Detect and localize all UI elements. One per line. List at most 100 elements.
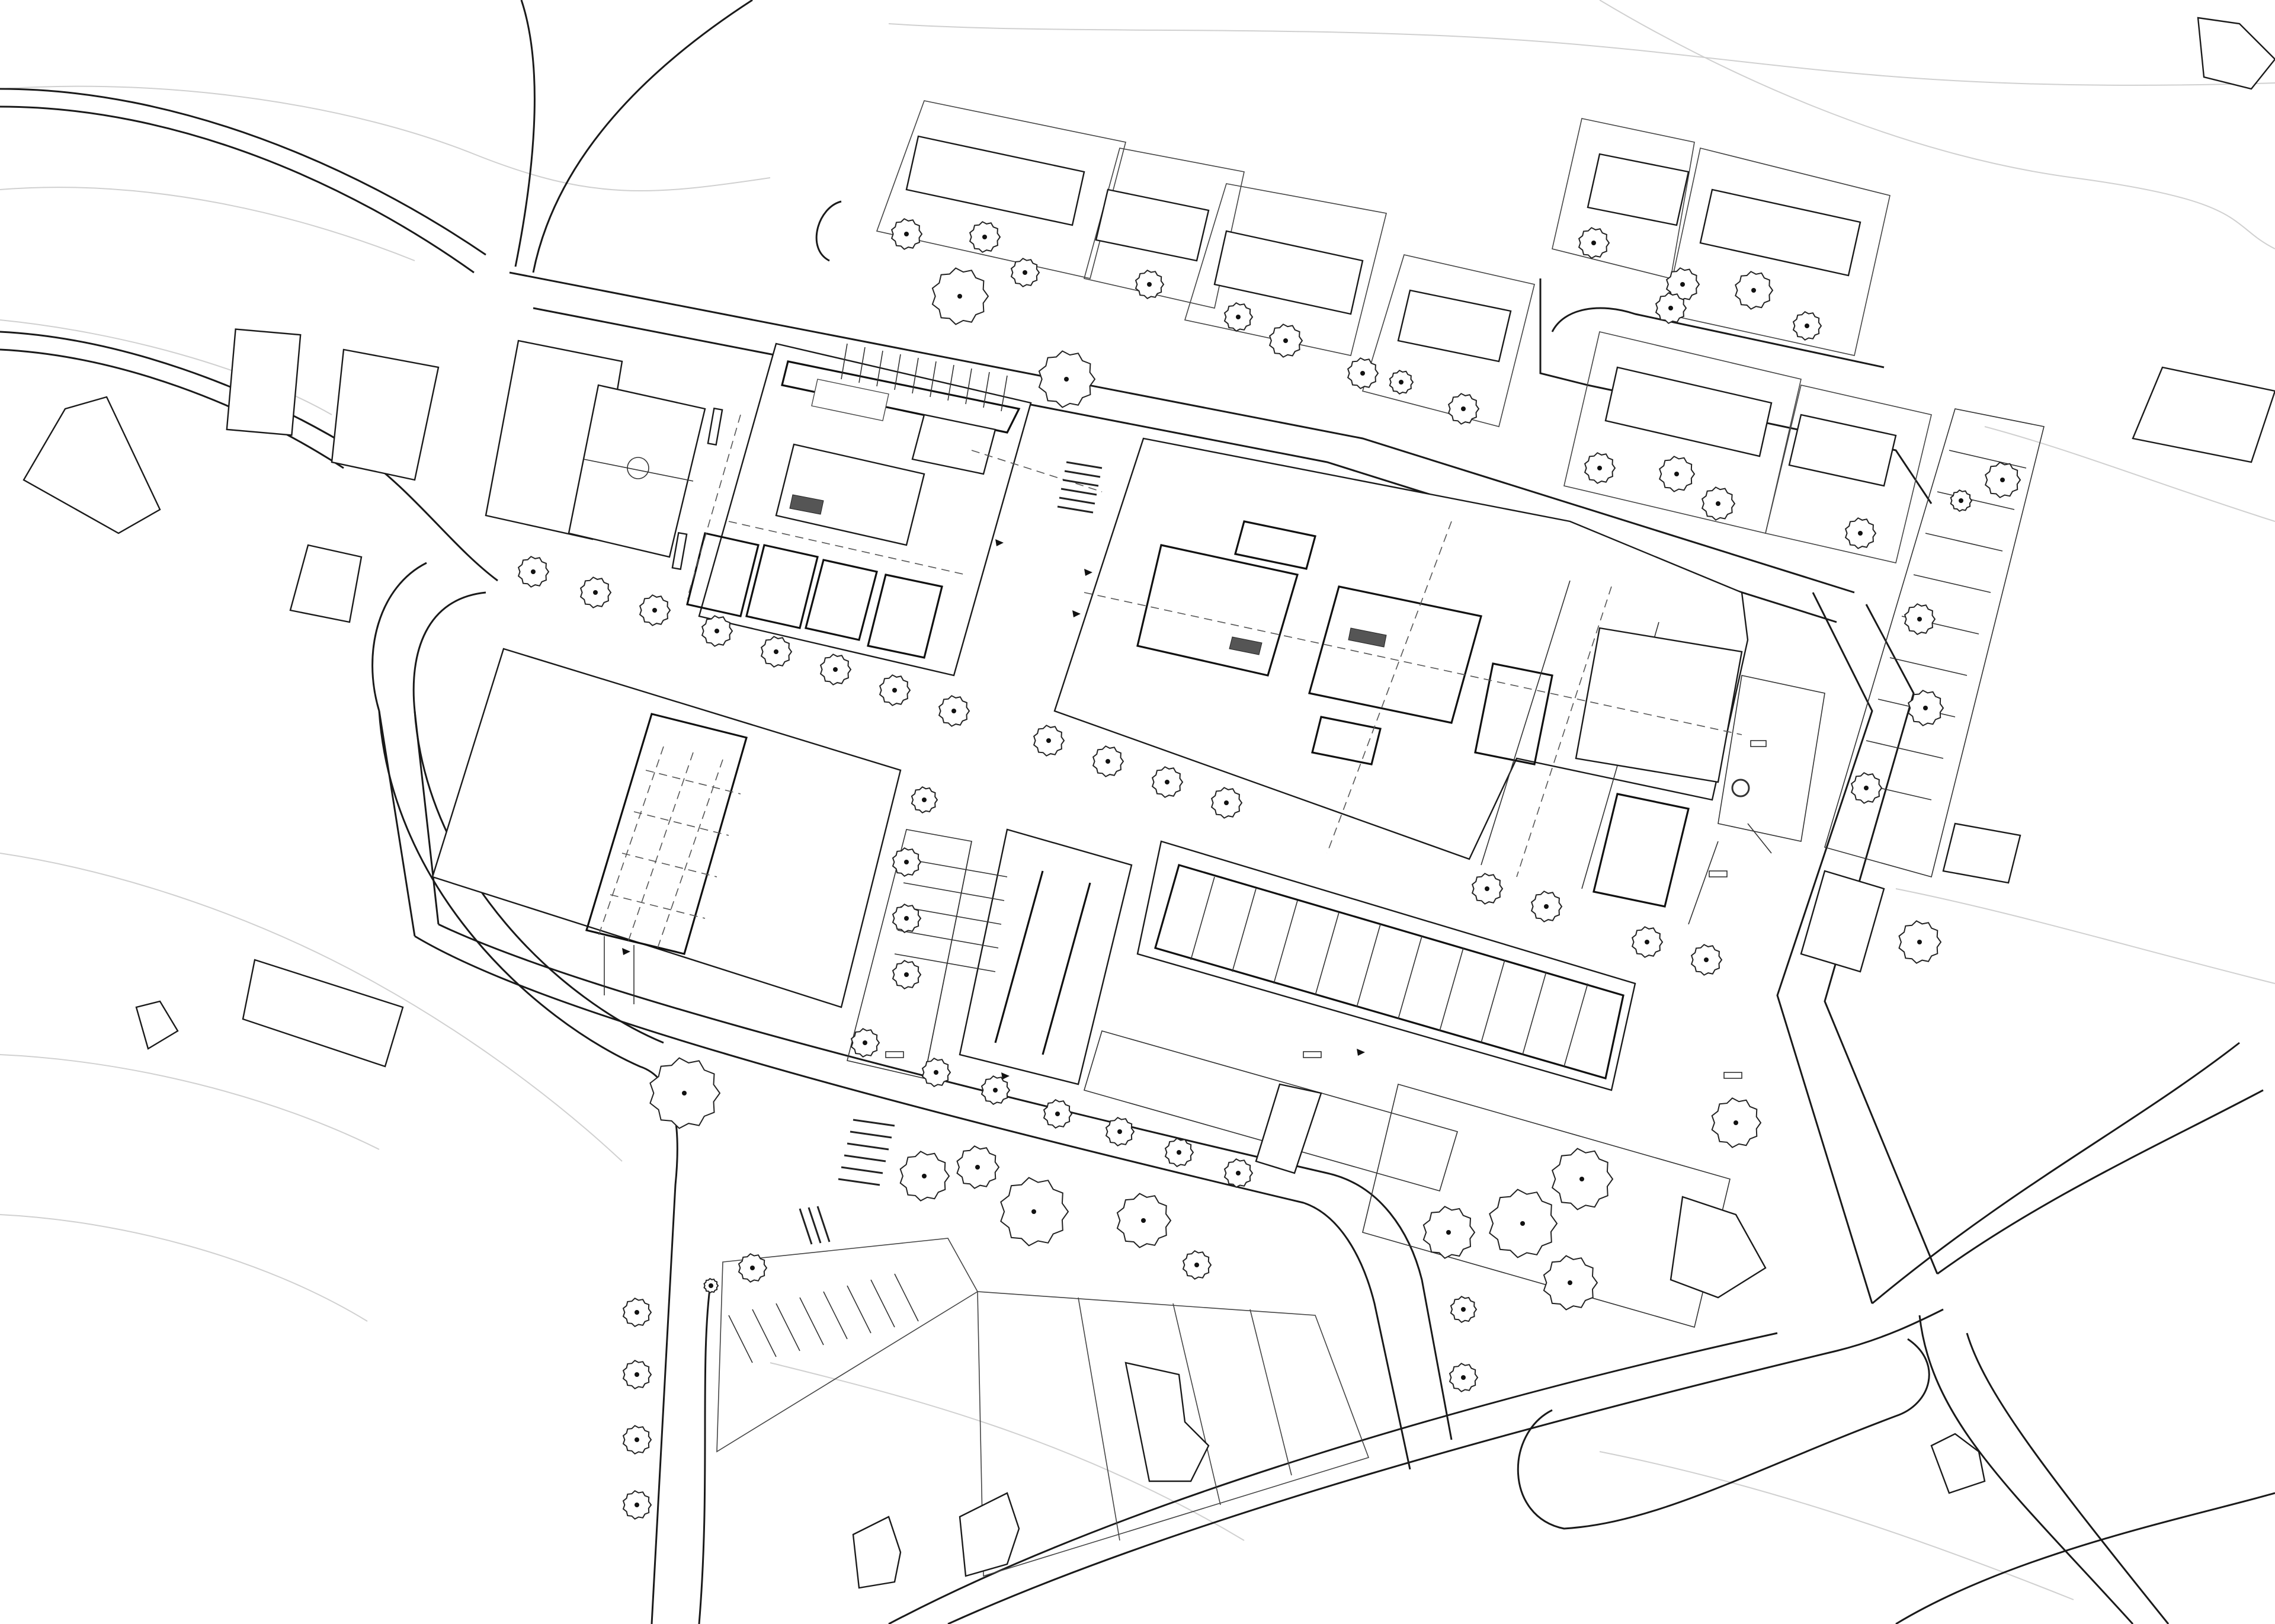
tree-trunk <box>892 688 897 693</box>
tree-trunk <box>1680 282 1685 287</box>
tree-trunk <box>1446 1230 1451 1235</box>
tree-trunk <box>682 1091 687 1096</box>
tree-trunk <box>652 608 657 613</box>
tree <box>639 594 671 626</box>
tree <box>622 1424 652 1455</box>
tag-4 <box>1750 740 1767 747</box>
tag-5 <box>1709 870 1728 877</box>
tree-trunk <box>922 1174 927 1178</box>
tree <box>1033 725 1065 757</box>
tree <box>1551 1148 1614 1210</box>
tree-trunk <box>1597 466 1602 470</box>
tree-trunk <box>904 972 909 977</box>
tree <box>579 576 612 608</box>
sports-hall <box>431 648 902 1008</box>
entrance-arrows <box>995 539 1092 617</box>
tree <box>1447 393 1480 425</box>
tree-trunk <box>1165 780 1169 784</box>
tree <box>890 218 923 250</box>
tree-trunk <box>1106 759 1110 764</box>
tree-trunk <box>1485 886 1489 891</box>
tree-trunk <box>1917 940 1922 944</box>
tree <box>1950 489 1973 512</box>
neighbouring-buildings-west <box>23 328 440 1068</box>
tree <box>1092 745 1124 777</box>
tree <box>892 903 922 934</box>
tree <box>1389 369 1414 395</box>
tree <box>622 1359 652 1390</box>
tree-trunk <box>635 1503 639 1507</box>
tree-trunk <box>1858 531 1863 536</box>
tree <box>1116 1193 1172 1248</box>
tree <box>969 221 1001 253</box>
tree-trunk <box>982 235 987 239</box>
tree <box>879 674 911 706</box>
tree <box>1135 269 1165 300</box>
tree <box>1151 766 1184 798</box>
tree-trunk <box>1236 1171 1241 1175</box>
tree <box>622 1490 652 1520</box>
tree <box>911 786 938 814</box>
tree-trunk <box>975 1165 980 1170</box>
tree-trunk <box>904 916 909 921</box>
tree <box>1347 357 1379 389</box>
tree-trunk <box>1579 1177 1584 1181</box>
tree <box>1655 292 1687 324</box>
tree <box>892 847 922 877</box>
tree <box>956 1145 1000 1189</box>
tree-trunk <box>1805 323 1809 328</box>
tree-trunk <box>922 797 927 802</box>
tree-trunk <box>774 649 778 654</box>
school-main-building <box>1053 437 1749 908</box>
tree <box>850 1027 880 1058</box>
tree-trunk <box>1674 472 1679 476</box>
tree <box>1850 772 1883 804</box>
south-block <box>894 828 1731 1328</box>
tree-trunk <box>1360 371 1365 376</box>
school-north-wing <box>686 342 1103 677</box>
tree <box>1422 1206 1476 1259</box>
tree-trunk <box>1141 1218 1146 1223</box>
tree-trunk <box>904 232 909 236</box>
tree-trunk <box>1461 406 1466 411</box>
tree-trunk <box>833 667 838 672</box>
tree-trunk <box>1194 1263 1199 1267</box>
tree-trunk <box>1399 380 1404 385</box>
tree <box>892 959 922 990</box>
tree <box>1223 1158 1254 1189</box>
tree-trunk <box>1751 288 1756 293</box>
tree <box>1735 271 1774 310</box>
tag-3 <box>1723 1072 1742 1079</box>
tree-trunk <box>1031 1209 1036 1214</box>
tree-trunk <box>1224 800 1229 805</box>
tree-trunk <box>714 629 719 633</box>
tree <box>1792 310 1822 341</box>
tag-2 <box>1303 1051 1322 1058</box>
tree-trunk <box>1147 282 1152 287</box>
tree-trunk <box>1461 1307 1466 1312</box>
tree <box>1489 1189 1558 1258</box>
tree <box>1659 456 1696 492</box>
tree <box>738 1253 768 1283</box>
tree-trunk <box>1704 957 1709 962</box>
tree-trunk <box>1023 270 1027 275</box>
tree-trunk <box>1591 241 1596 245</box>
tree-trunk <box>1064 377 1069 382</box>
tree <box>1010 257 1040 288</box>
tree-trunk <box>957 294 962 299</box>
tree <box>1543 1255 1598 1311</box>
crosswalks <box>799 461 1103 1245</box>
tag-1 <box>885 1051 904 1058</box>
tree <box>819 654 852 686</box>
tree <box>701 615 733 647</box>
tree <box>1210 787 1243 819</box>
tree <box>1471 873 1504 905</box>
tree-trunk <box>1283 338 1288 343</box>
tree-trunk <box>709 1283 713 1288</box>
tree <box>1223 302 1254 332</box>
tree <box>1985 462 2021 498</box>
tree <box>1844 517 1877 549</box>
tree-trunk <box>1236 315 1241 319</box>
